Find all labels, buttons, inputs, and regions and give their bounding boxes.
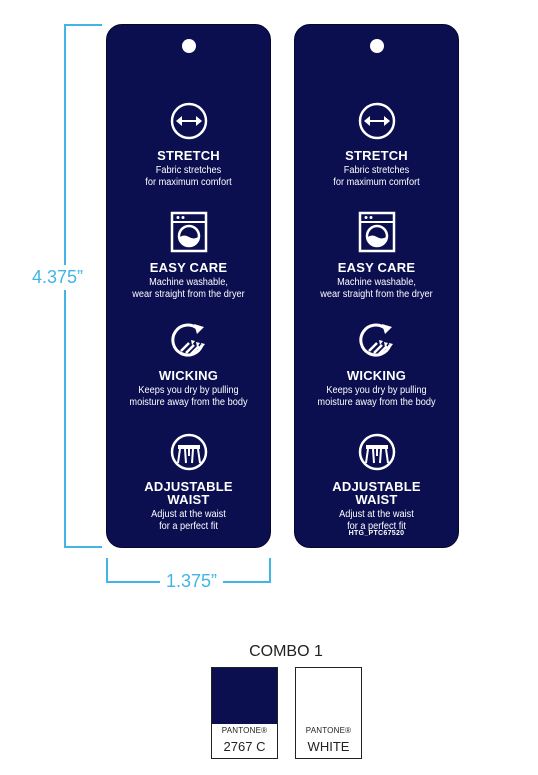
feature-stretch: STRETCH Fabric stretches for maximum com…: [295, 101, 458, 189]
swatch-brand: PANTONE®: [305, 726, 352, 735]
tag-hole: [369, 39, 384, 53]
feature-desc-line1: Keeps you dry by pulling: [326, 385, 427, 396]
pantone-swatch-navy: PANTONE® 2767 C: [211, 667, 278, 759]
feature-desc-line1: Fabric stretches: [155, 165, 222, 176]
adjustable-waist-icon: [170, 433, 207, 471]
feature-title: STRETCH: [345, 148, 408, 163]
adjustable-waist-icon: [358, 433, 395, 471]
feature-wicking: WICKING Keeps you dry by pulling moistur…: [295, 321, 458, 409]
feature-desc-line2: wear straight from the dryer: [320, 289, 433, 300]
washing-machine-icon: [170, 211, 207, 253]
feature-desc-line2: for a perfect fit: [159, 521, 218, 532]
stretch-arrows-icon: [170, 102, 207, 140]
feature-adjustable-waist: ADJUSTABLE WAIST Adjust at the waist for…: [295, 432, 458, 533]
feature-easy-care: EASY CARE Machine washable, wear straigh…: [295, 211, 458, 301]
wicking-swirl-icon: [170, 323, 205, 357]
height-label: 4.375”: [32, 265, 84, 290]
feature-title: WICKING: [158, 368, 219, 383]
swatch-color: [296, 668, 361, 724]
feature-adjustable-waist: ADJUSTABLE WAIST Adjust at the waist for…: [107, 432, 270, 533]
feature-desc-line1: Fabric stretches: [343, 165, 410, 176]
feature-desc-line2: moisture away from the body: [129, 397, 248, 408]
feature-wicking: WICKING Keeps you dry by pulling moistur…: [107, 321, 270, 409]
width-label: 1.375”: [160, 571, 224, 592]
stretch-arrows-icon: [358, 102, 395, 140]
feature-desc-line1: Adjust at the waist: [339, 509, 414, 520]
feature-desc-line2: for a perfect fit: [347, 521, 406, 532]
swatch-brand: PANTONE®: [221, 726, 268, 735]
feature-desc-line1: Machine washable,: [337, 277, 416, 288]
feature-title: ADJUSTABLE: [332, 479, 421, 494]
feature-stretch: STRETCH Fabric stretches for maximum com…: [107, 101, 270, 189]
washing-machine-icon: [358, 211, 395, 253]
swatch-code: 2767 C: [223, 739, 266, 754]
feature-title-line2: WAIST: [167, 492, 210, 507]
combo-title: COMBO 1: [249, 643, 323, 660]
feature-desc-line2: moisture away from the body: [317, 397, 436, 408]
feature-title-line2: WAIST: [355, 492, 398, 507]
hang-tag-back: STRETCH Fabric stretches for maximum com…: [294, 24, 459, 548]
feature-title: EASY CARE: [149, 260, 228, 275]
pantone-swatch-white: PANTONE® WHITE: [295, 667, 362, 759]
swatch-code: WHITE: [307, 739, 350, 754]
feature-desc-line1: Machine washable,: [149, 277, 228, 288]
wicking-swirl-icon: [358, 323, 393, 357]
feature-title: WICKING: [346, 368, 407, 383]
feature-title: EASY CARE: [337, 260, 416, 275]
feature-desc-line2: for maximum comfort: [333, 177, 420, 188]
feature-desc-line2: wear straight from the dryer: [132, 289, 245, 300]
feature-title: STRETCH: [157, 148, 220, 163]
feature-desc-line2: for maximum comfort: [145, 177, 232, 188]
hang-tag-front: STRETCH Fabric stretches for maximum com…: [106, 24, 271, 548]
feature-easy-care: EASY CARE Machine washable, wear straigh…: [107, 211, 270, 301]
feature-desc-line1: Keeps you dry by pulling: [138, 385, 239, 396]
feature-desc-line1: Adjust at the waist: [151, 509, 226, 520]
tag-code: HTG_PTC67520: [348, 530, 405, 537]
feature-title: ADJUSTABLE: [144, 479, 233, 494]
tag-hole: [181, 39, 196, 53]
swatch-color: [212, 668, 277, 724]
